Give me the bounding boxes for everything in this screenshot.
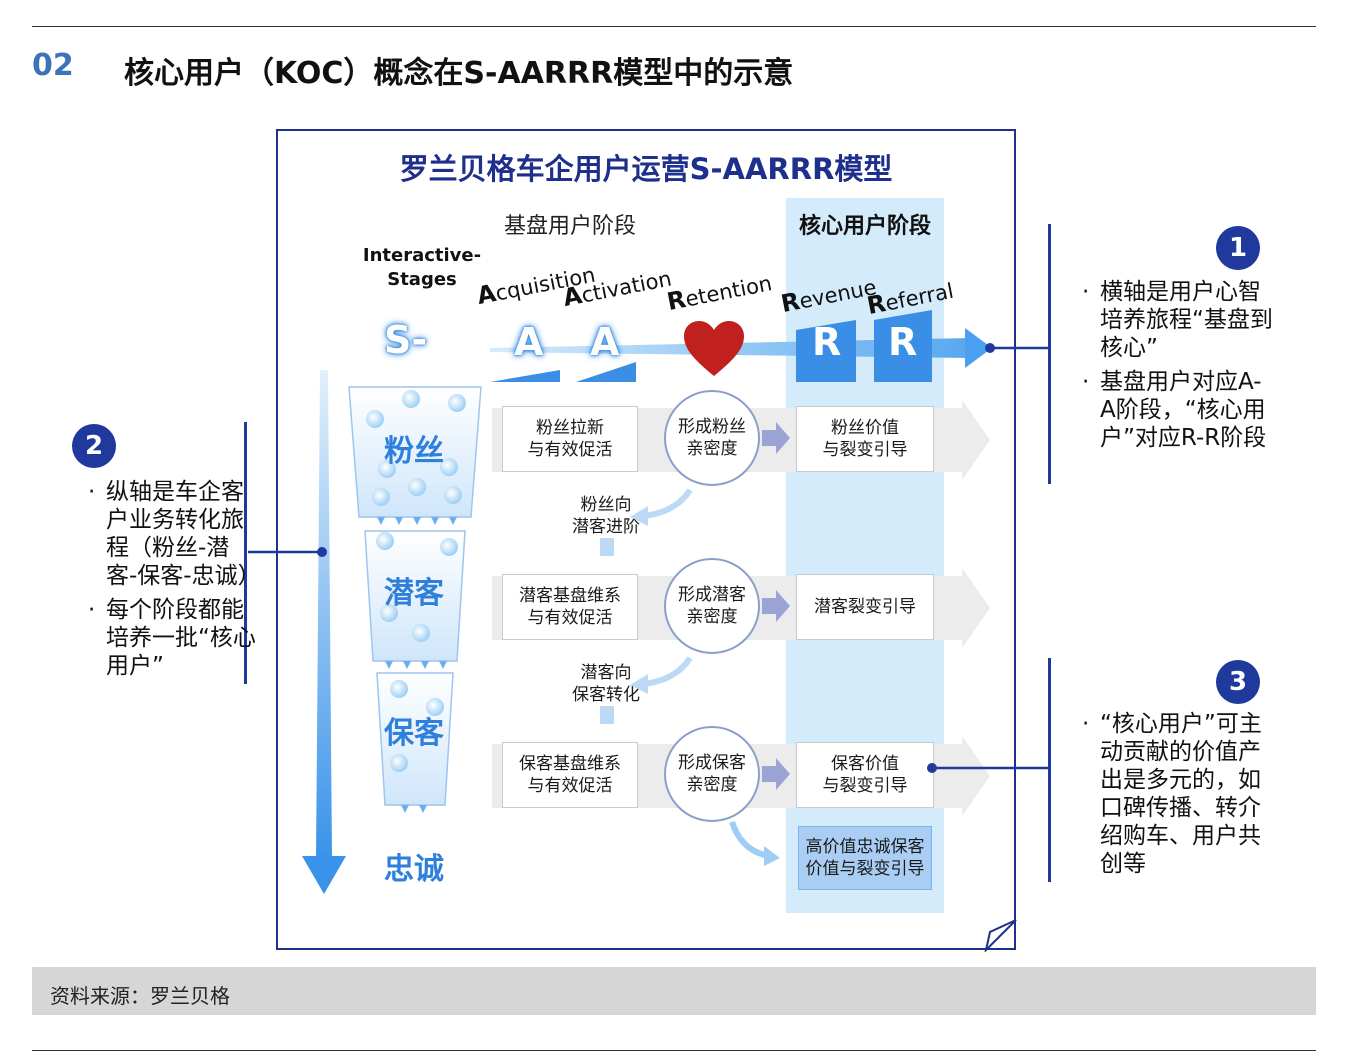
funnel-stage-loyal: 忠诚 [384,852,444,887]
note3-item-1: “核心用户”可主动贡献的价值产出是多元的，如口碑传播、转介绍购车、用户共创等 [1082,710,1276,878]
section-number: 02 [32,48,74,83]
core-stage-label: 核心用户阶段 [798,214,931,239]
conversion-funnel [348,386,482,813]
stage-letter-a1: A [514,320,544,364]
note2-item-2: 每个阶段都能培养一批“核心用户” [88,596,258,680]
base-stage-label: 基盘用户阶段 [503,214,636,239]
stage-letter-r2: R [888,320,918,364]
source-bar [32,967,1316,1015]
folded-corner [984,919,1017,952]
note-badge-2: 2 [72,424,116,468]
model-title: 罗兰贝格车企用户运营S-AARRR模型 [399,152,893,186]
source-text: 资料来源：罗兰贝格 [50,984,230,1008]
stage-letter-a2: A [590,320,620,364]
note-list-2: 纵轴是车企客户业务转化旅程（粉丝-潜客-保客-忠诚） 每个阶段都能培养一批“核心… [88,478,261,686]
note2-item-1: 纵轴是车企客户业务转化旅程（粉丝-潜客-保客-忠诚） [88,478,261,590]
horizontal-journey-axis [490,310,992,382]
transition-arrows [600,488,693,724]
vertical-conversion-axis [302,370,346,894]
loyal-arrow [729,820,780,866]
row-arrows [762,422,790,790]
transition-fans-to-prospects: 粉丝向 潜客进阶 [572,495,640,537]
stage-letter-r1: R [812,320,842,364]
note1-item-1: 横轴是用户心智培养旅程“基盘到核心” [1082,278,1276,362]
note-badge-1: 1 [1216,226,1260,270]
note-list-1: 横轴是用户心智培养旅程“基盘到核心” 基盘用户对应A-A阶段，“核心用户”对应R… [1082,278,1276,458]
row1-left-box: 粉丝拉新 与有效促活 [502,406,638,472]
note-connectors [248,343,1052,773]
bottom-rule [32,1050,1316,1051]
funnel-stage-prospects: 潜客 [384,576,444,611]
row1-right-box: 粉丝价值 与裂变引导 [796,406,934,472]
note1-item-2: 基盘用户对应A-A阶段，“核心用户”对应R-R阶段 [1082,368,1276,452]
row3-right-box: 保客价值 与裂变引导 [796,742,934,808]
row3-left-box: 保客基盘维系 与有效促活 [502,742,638,808]
funnel-stage-owners: 保客 [384,716,444,751]
row1-circle: 形成粉丝 亲密度 [664,390,760,486]
note-list-3: “核心用户”可主动贡献的价值产出是多元的，如口碑传播、转介绍购车、用户共创等 [1082,710,1276,884]
heart-icon [684,321,744,376]
top-rule [32,26,1316,27]
row2-left-box: 潜客基盘维系 与有效促活 [502,574,638,640]
row2-circle: 形成潜客 亲密度 [664,558,760,654]
row3-circle: 形成保客 亲密度 [664,726,760,822]
page-title: 核心用户（KOC）概念在S-AARRR模型中的示意 [124,56,794,91]
interactive-stages-label: Interactive- Stages [362,245,482,290]
stage-letter-s: S- [384,318,428,362]
loyal-value-box: 高价值忠诚保客 价值与裂变引导 [798,826,932,890]
transition-prospects-to-owners: 潜客向 保客转化 [572,663,640,705]
funnel-stage-fans: 粉丝 [384,434,444,469]
note-badge-3: 3 [1216,660,1260,704]
row2-right-box: 潜客裂变引导 [796,574,934,640]
